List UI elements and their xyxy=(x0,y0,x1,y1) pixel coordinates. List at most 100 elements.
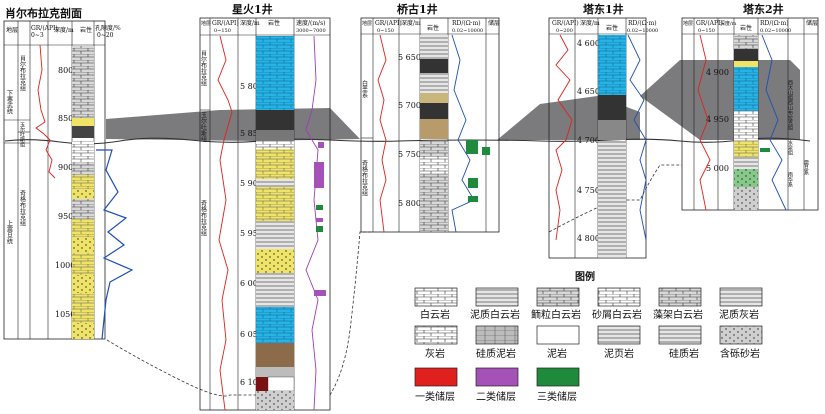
svg-text:1000: 1000 xyxy=(55,261,75,270)
svg-text:4 750: 4 750 xyxy=(577,186,600,195)
svg-text:玉尔吐斯组: 玉尔吐斯组 xyxy=(19,122,25,147)
rd-curve xyxy=(761,34,787,211)
svg-text:玉尔吐斯组: 玉尔吐斯组 xyxy=(200,112,207,142)
svg-text:下寒武统: 下寒武统 xyxy=(6,90,13,115)
legend-label: 泥岩 xyxy=(547,347,567,360)
svg-text:0.02~10000: 0.02~10000 xyxy=(452,28,483,34)
svg-text:5 900: 5 900 xyxy=(240,179,263,188)
svg-text:白垩系: 白垩系 xyxy=(361,79,368,98)
svg-text:震旦系: 震旦系 xyxy=(803,160,809,175)
legend-label: 硅质泥岩 xyxy=(476,347,516,360)
svg-text:4 600: 4 600 xyxy=(577,39,600,48)
gr-curve xyxy=(697,34,711,211)
velocity-curve xyxy=(305,35,319,411)
well-qiaogu1: 桥古1井 地层 GR/(API) 0~150 深度/m 岩性 RD/(Ω·m) … xyxy=(361,2,500,233)
svg-text:5 000: 5 000 xyxy=(706,164,729,173)
well-title: 肖尔布拉克剖面 xyxy=(5,6,82,20)
well-title: 塔东2井 xyxy=(743,2,784,16)
svg-text:岩性: 岩性 xyxy=(268,19,280,27)
well-title: 星火1井 xyxy=(232,2,273,16)
svg-text:岩性: 岩性 xyxy=(740,24,752,32)
svg-text:GR/(API): GR/(API) xyxy=(696,20,723,27)
svg-text:0.02~10000: 0.02~10000 xyxy=(760,28,791,34)
svg-text:900: 900 xyxy=(58,163,73,172)
svg-text:0~3: 0~3 xyxy=(31,32,44,39)
porosity-curve xyxy=(96,149,134,340)
svg-text:5 850: 5 850 xyxy=(240,129,263,138)
svg-text:950: 950 xyxy=(58,212,73,221)
gr-curve xyxy=(217,35,233,411)
legend-row-1: 白云岩 泥质白云岩 鲕粒白云岩 砂屑白云岩 藻架白云岩 泥质灰岩 xyxy=(414,287,763,321)
svg-text:800: 800 xyxy=(58,66,73,75)
gr-curve xyxy=(35,44,56,179)
svg-text:深度/m: 深度/m xyxy=(240,19,260,27)
svg-text:肖尔布拉克组: 肖尔布拉克组 xyxy=(19,54,26,91)
svg-text:岩性: 岩性 xyxy=(427,24,439,32)
svg-text:深度/m: 深度/m xyxy=(54,26,74,34)
rd-curve xyxy=(451,34,475,233)
legend: 图例 白云岩 泥质白云岩 鲕粒白云岩 砂屑白云岩 藻架白云岩 泥质灰岩 灰岩 硅… xyxy=(414,270,763,403)
legend-label: 砂屑白云岩 xyxy=(592,308,642,321)
unconformity-line xyxy=(4,137,811,145)
svg-text:肖尔布拉克组: 肖尔布拉克组 xyxy=(200,49,207,86)
legend-row-reservoirs: 一类储层 二类储层 三类储层 xyxy=(414,367,580,403)
svg-text:RD/(Ω·m): RD/(Ω·m) xyxy=(628,20,657,27)
svg-text:GR/(API): GR/(API) xyxy=(375,20,402,27)
svg-text:4 650: 4 650 xyxy=(577,87,600,96)
legend-label: 硅质岩 xyxy=(669,347,699,360)
svg-text:4 700: 4 700 xyxy=(577,136,600,145)
correlation-lower-line xyxy=(106,164,682,397)
svg-text:GR/(API): GR/(API) xyxy=(31,25,58,32)
svg-text:地层: 地层 xyxy=(683,20,693,27)
svg-text:速度/(m/s): 速度/(m/s) xyxy=(296,19,326,27)
svg-text:储层: 储层 xyxy=(806,19,818,27)
well-tadong1: 塔东1井 GR/(API) 0~200 深度/m 岩性 RD/(Ω·m) 0.0… xyxy=(548,2,658,259)
svg-text:5 650: 5 650 xyxy=(398,53,421,62)
legend-label: 鲕粒白云岩 xyxy=(531,308,581,321)
legend-label: 白云岩 xyxy=(420,308,450,321)
svg-text:5 700: 5 700 xyxy=(398,101,421,110)
svg-text:0~150: 0~150 xyxy=(377,28,394,34)
svg-text:4 800: 4 800 xyxy=(577,234,600,243)
svg-text:孔隙度/%: 孔隙度/% xyxy=(95,24,121,32)
svg-text:1050: 1050 xyxy=(55,310,75,319)
legend-label: 泥质灰岩 xyxy=(719,308,759,321)
svg-text:西大山组: 西大山组 xyxy=(787,80,793,100)
svg-text:地层: 地层 xyxy=(6,26,18,34)
svg-text:5 800: 5 800 xyxy=(398,199,421,208)
svg-text:4 950: 4 950 xyxy=(706,115,729,124)
rd-curve xyxy=(627,34,647,241)
correlation-band xyxy=(106,108,360,141)
svg-text:深度/m: 深度/m xyxy=(580,19,600,27)
svg-text:4 900: 4 900 xyxy=(706,68,729,77)
legend-label: 泥质白云岩 xyxy=(470,308,520,321)
svg-text:岩性: 岩性 xyxy=(606,24,618,32)
svg-text:6 100: 6 100 xyxy=(240,378,263,387)
svg-text:RD/(Ω·m): RD/(Ω·m) xyxy=(760,20,789,27)
svg-text:奇格布拉克组: 奇格布拉克组 xyxy=(200,199,207,236)
gr-curve xyxy=(555,34,573,241)
gr-curve xyxy=(377,34,387,233)
svg-text:奇格布拉克组: 奇格布拉克组 xyxy=(19,189,26,226)
svg-text:西山布拉克组: 西山布拉克组 xyxy=(787,100,793,130)
svg-text:GR/(API): GR/(API) xyxy=(212,20,239,27)
svg-text:水泉组: 水泉组 xyxy=(787,139,793,155)
svg-text:深度/m: 深度/m xyxy=(720,20,737,27)
svg-text:0~150: 0~150 xyxy=(698,28,715,34)
svg-text:奇格布拉克组: 奇格布拉克组 xyxy=(361,159,368,196)
legend-row-2: 灰岩 硅质泥岩 泥岩 泥页岩 硅质岩 含砾砂岩 xyxy=(414,325,763,360)
svg-text:5 950: 5 950 xyxy=(240,229,263,238)
svg-text:0~150: 0~150 xyxy=(214,28,231,34)
svg-text:深度/m: 深度/m xyxy=(401,19,421,27)
svg-text:储层: 储层 xyxy=(488,19,500,27)
svg-text:RD/(Ω·m): RD/(Ω·m) xyxy=(452,20,481,27)
legend-title: 图例 xyxy=(575,270,595,283)
svg-text:0~20: 0~20 xyxy=(97,32,114,39)
svg-text:地层: 地层 xyxy=(362,20,372,27)
legend-label: 二类储层 xyxy=(476,390,516,403)
legend-label: 含砾砂岩 xyxy=(720,347,760,360)
legend-label: 灰岩 xyxy=(425,347,445,360)
correlation-band xyxy=(640,60,800,140)
svg-text:5 800: 5 800 xyxy=(240,82,263,91)
